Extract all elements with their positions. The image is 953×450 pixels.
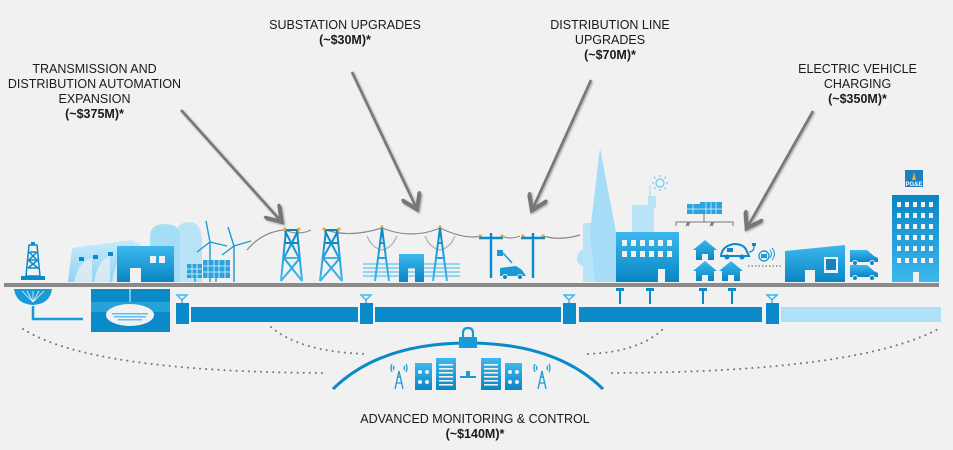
server-rack-icon xyxy=(481,358,501,390)
callout-monitoring: ADVANCED MONITORING & CONTROL (~$140M)* xyxy=(330,412,620,442)
server-rack-icon xyxy=(505,363,522,390)
solar-panel-icon xyxy=(687,202,722,214)
pge-logo: PG&E xyxy=(905,170,923,188)
monitoring-control-center xyxy=(331,326,605,391)
callout-arrows xyxy=(180,71,815,226)
arrow-td-automation xyxy=(180,109,280,220)
callout-amount: (~$30M)* xyxy=(319,33,371,47)
skyscraper-icon xyxy=(583,148,656,282)
substation-icon xyxy=(363,227,460,282)
gas-storage-icon xyxy=(91,289,170,332)
pge-logo-text: PG&E xyxy=(905,182,922,188)
utility-pole-icon xyxy=(479,233,545,278)
sun-icon xyxy=(652,175,668,191)
ev-charger-icon xyxy=(748,247,781,267)
callout-substation: SUBSTATION UPGRADES (~$30M)* xyxy=(250,18,440,48)
ground-line xyxy=(4,283,939,287)
network-links xyxy=(22,326,941,374)
callout-line: SUBSTATION UPGRADES xyxy=(269,18,421,32)
callout-amount: (~$70M)* xyxy=(584,48,636,62)
callout-td-automation: TRANSMISSION AND DISTRIBUTION AUTOMATION… xyxy=(2,62,187,122)
callout-amount: (~$350M)* xyxy=(828,92,887,106)
server-rack-icon xyxy=(436,358,456,390)
cell-tower-icon xyxy=(533,363,551,390)
callout-line: DISTRIBUTION AUTOMATION xyxy=(7,77,182,91)
callout-line: CHARGING xyxy=(823,77,892,91)
energy-link xyxy=(675,214,734,227)
tower-insulators xyxy=(283,225,545,238)
power-plant-icon xyxy=(117,246,174,282)
arrow-ev-charging xyxy=(748,110,815,226)
gas-storage-icon xyxy=(14,289,83,321)
server-rack-icon xyxy=(415,363,432,390)
callout-line: ELECTRIC VEHICLE xyxy=(798,62,917,76)
transmission-tower-icon xyxy=(280,229,303,282)
solar-panel-icon xyxy=(187,260,230,282)
callout-line: TRANSMISSION AND xyxy=(32,62,157,76)
cell-tower-icon xyxy=(390,363,408,390)
network-connector xyxy=(460,371,476,378)
gas-pipeline xyxy=(175,288,941,324)
callout-line: EXPANSION xyxy=(58,92,131,106)
bucket-truck-icon xyxy=(497,250,526,280)
callout-distribution-line: DISTRIBUTION LINE UPGRADES (~$70M)* xyxy=(535,18,685,63)
transmission-tower-icon xyxy=(319,229,343,282)
office-building-icon xyxy=(616,232,679,282)
callout-line: DISTRIBUTION LINE xyxy=(550,18,670,32)
callout-ev-charging: ELECTRIC VEHICLE CHARGING (~$350M)* xyxy=(775,62,940,107)
callout-amount: (~$375M)* xyxy=(65,107,124,121)
service-van-icon xyxy=(850,250,878,281)
callout-line: ADVANCED MONITORING & CONTROL xyxy=(360,412,590,426)
headquarters-icon xyxy=(892,195,939,282)
arrow-substation xyxy=(350,71,416,207)
security-dome xyxy=(331,341,605,391)
electric-car-icon xyxy=(719,242,756,260)
callout-amount: (~$140M)* xyxy=(445,427,505,441)
callout-line: UPGRADES xyxy=(574,33,646,47)
arrow-distribution-line xyxy=(533,79,593,208)
oil-derrick-icon xyxy=(21,242,45,280)
lock-icon xyxy=(459,326,477,348)
house-icon xyxy=(693,240,743,281)
service-center-icon xyxy=(785,245,845,282)
